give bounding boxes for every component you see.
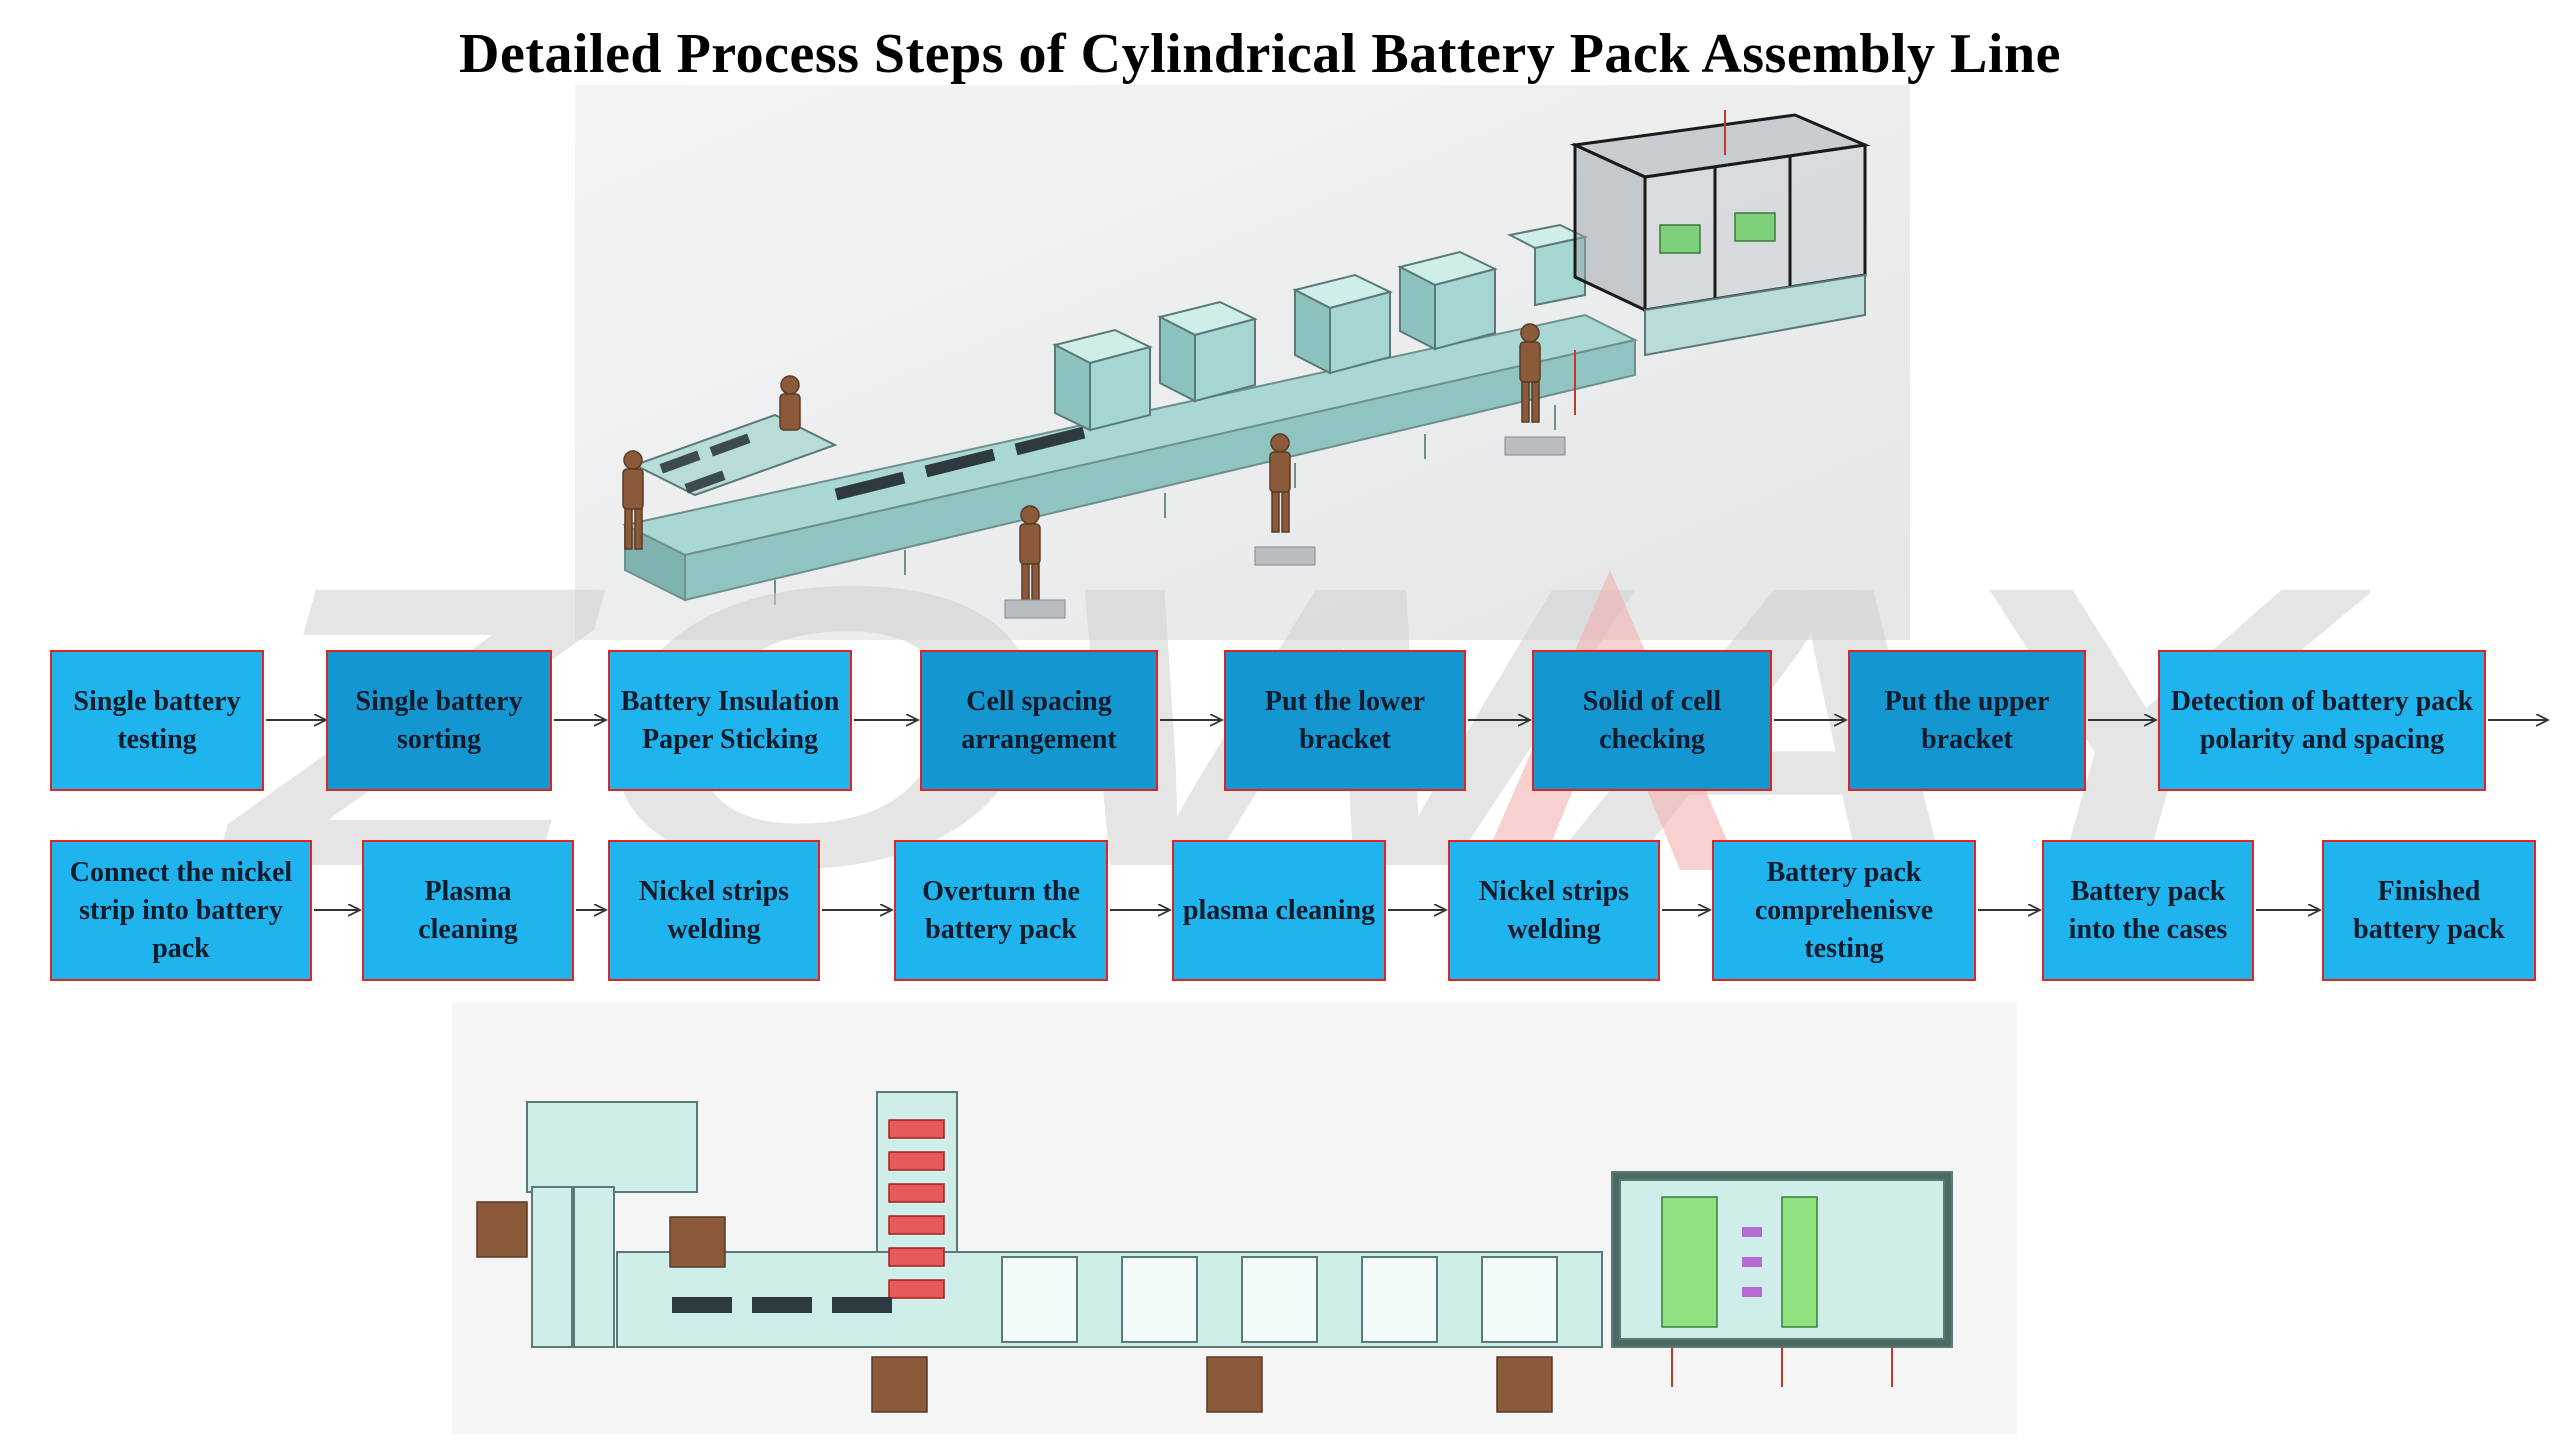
- step-finished-battery-pack: Finished battery pack: [2322, 840, 2536, 981]
- step-overturn-battery-pack: Overturn the battery pack: [894, 840, 1108, 981]
- step-battery-pack-into-cases: Battery pack into the cases: [2042, 840, 2254, 981]
- diagram-title: Detailed Process Steps of Cylindrical Ba…: [459, 23, 2061, 85]
- step-nickel-strips-welding-1: Nickel strips welding: [608, 840, 820, 981]
- assembly-line-isometric-illustration: [575, 85, 1910, 640]
- step-put-upper-bracket: Put the upper bracket: [1848, 650, 2086, 791]
- assembly-line-plan-view: [452, 1002, 2017, 1434]
- step-single-battery-sorting: Single battery sorting: [326, 650, 552, 791]
- step-connect-nickel-strip: Connect the nickel strip into battery pa…: [50, 840, 312, 981]
- step-nickel-strips-welding-2: Nickel strips welding: [1448, 840, 1660, 981]
- step-battery-pack-comprehensive-testing: Battery pack comprehenisve testing: [1712, 840, 1976, 981]
- step-plasma-cleaning-2: plasma cleaning: [1172, 840, 1386, 981]
- step-battery-insulation-paper-sticking: Battery Insulation Paper Sticking: [608, 650, 852, 791]
- step-detection-polarity-spacing: Detection of battery pack polarity and s…: [2158, 650, 2486, 791]
- step-put-lower-bracket: Put the lower bracket: [1224, 650, 1466, 791]
- step-plasma-cleaning-1: Plasma cleaning: [362, 840, 574, 981]
- step-cell-spacing-arrangement: Cell spacing arrangement: [920, 650, 1158, 791]
- step-solid-of-cell-checking: Solid of cell checking: [1532, 650, 1772, 791]
- step-single-battery-testing: Single battery testing: [50, 650, 264, 791]
